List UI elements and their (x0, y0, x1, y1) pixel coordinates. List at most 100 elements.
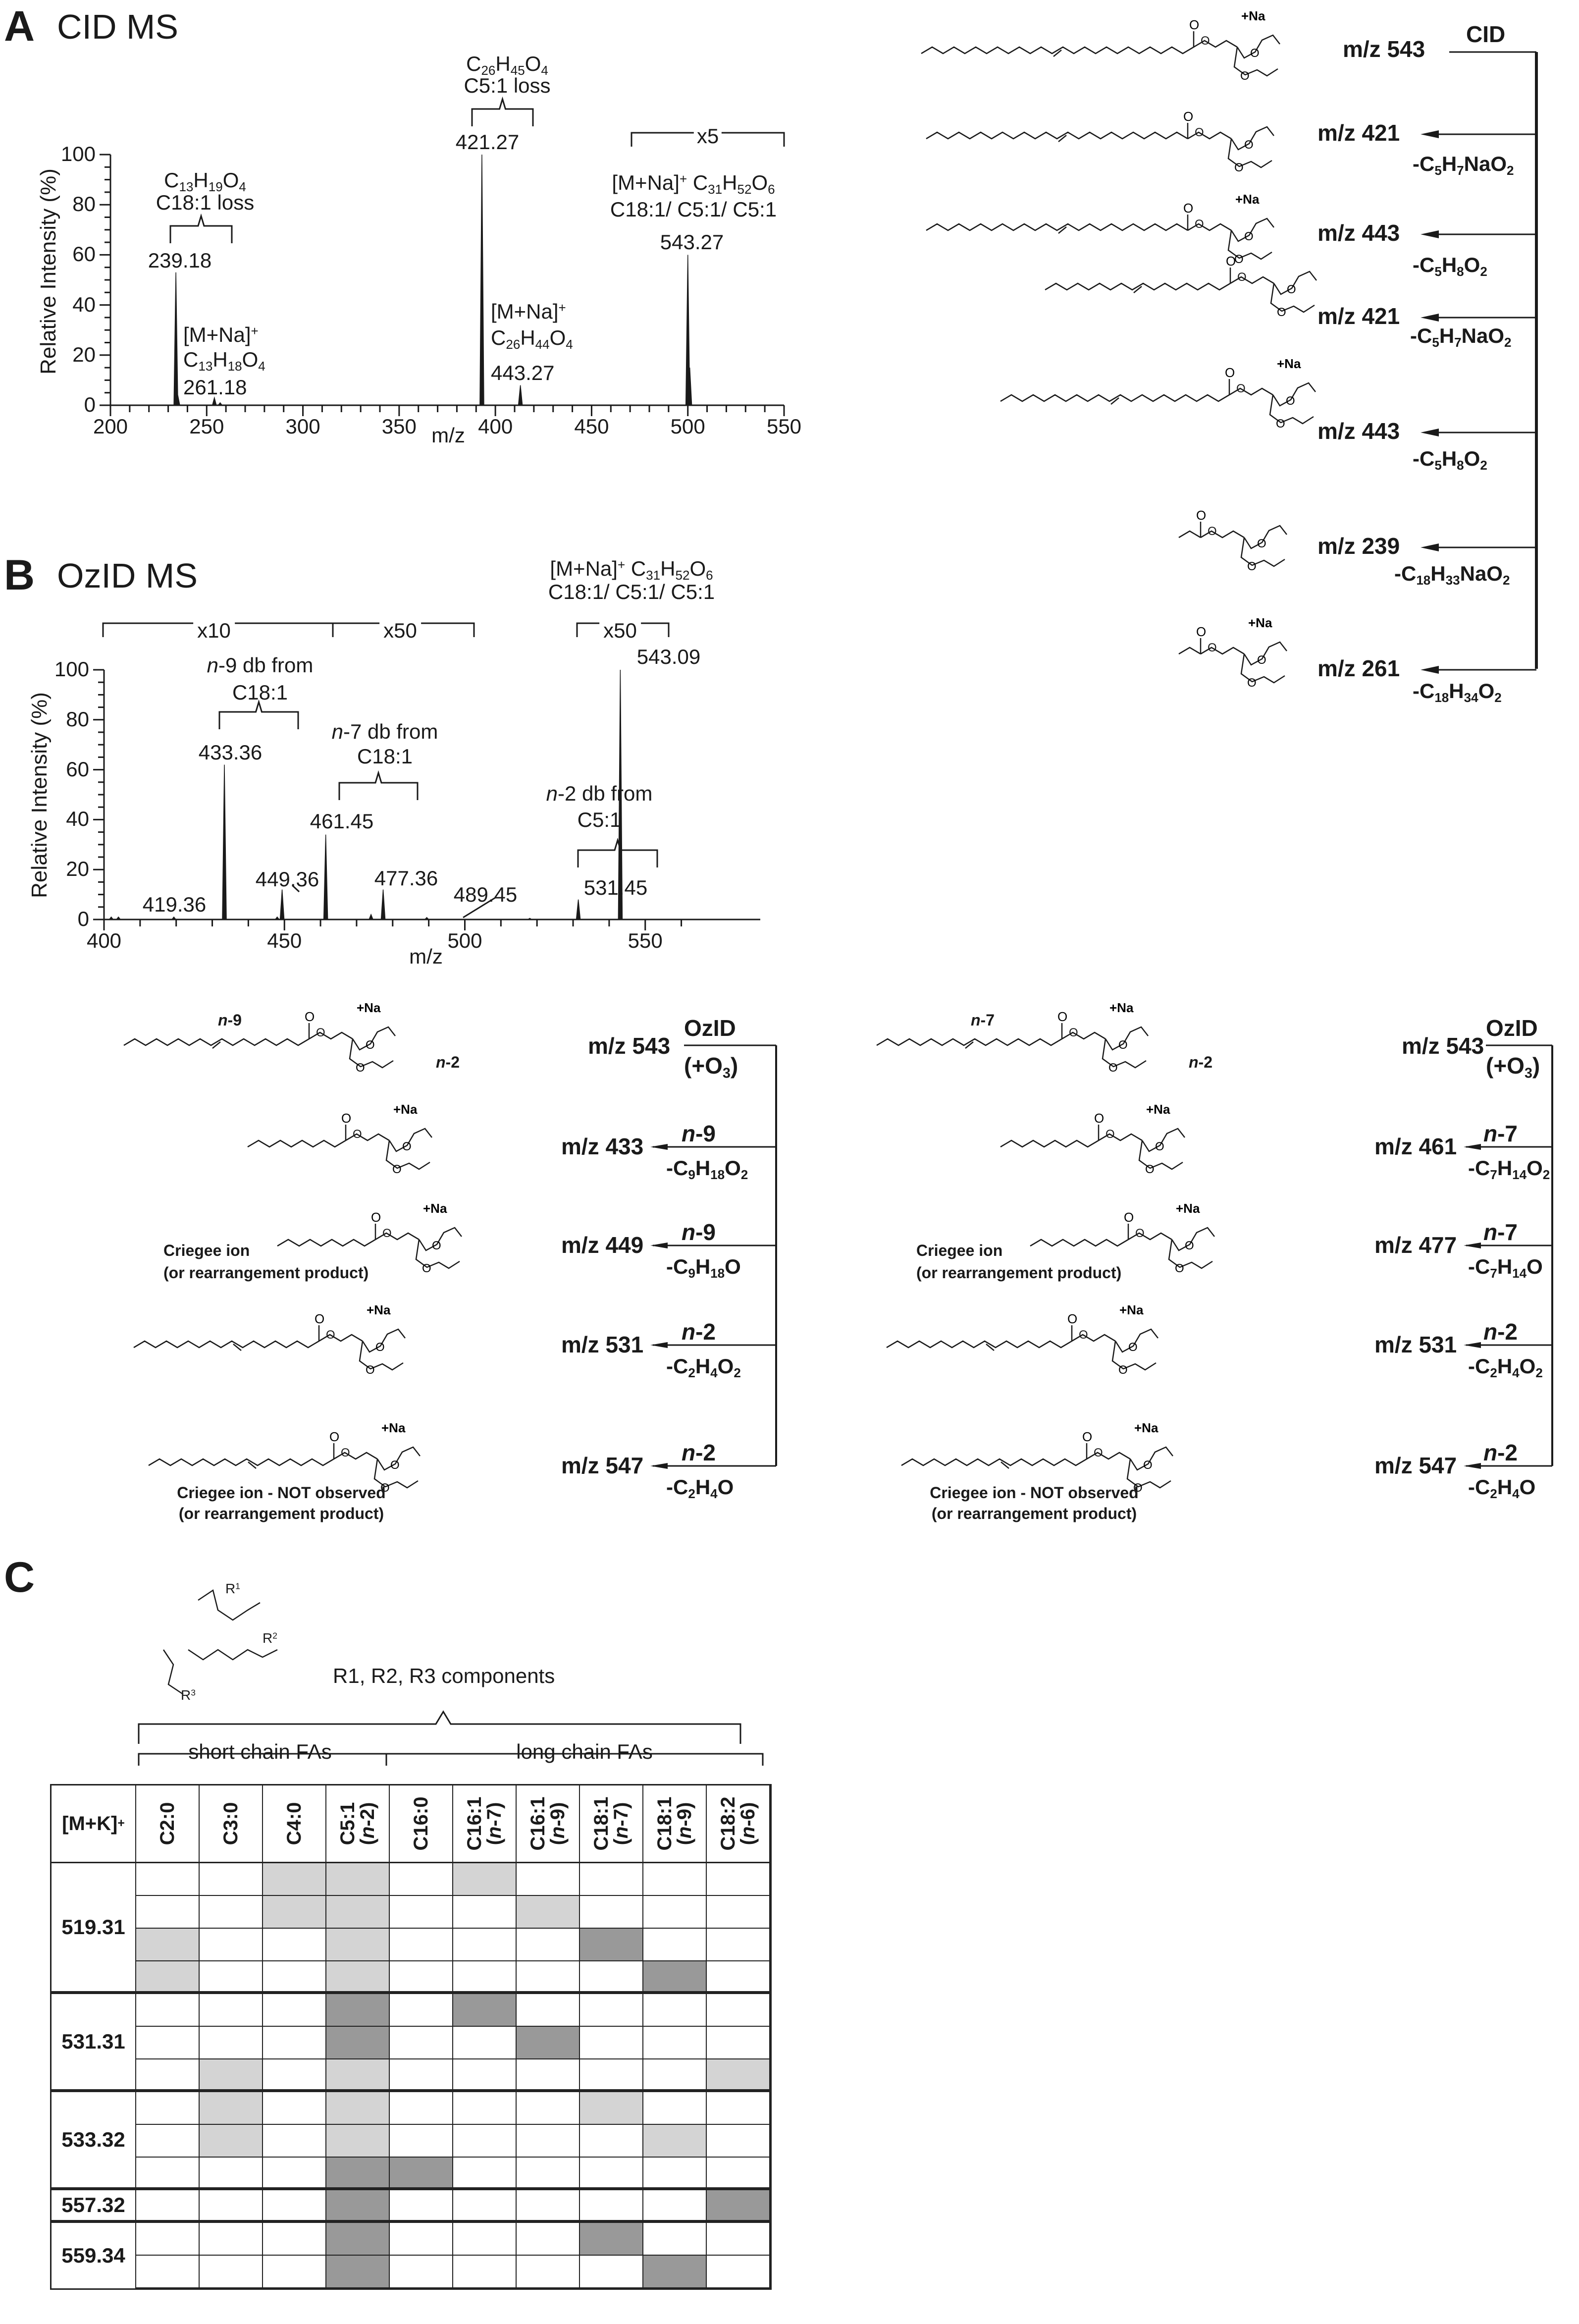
ester-oxygen: O (353, 1128, 362, 1141)
glycerol-r1 (198, 1589, 261, 1621)
x-tick-label: 250 (189, 415, 224, 438)
c5-ester-2 (1126, 1459, 1171, 1489)
table-cell (263, 2059, 326, 2092)
table-cell (453, 1929, 517, 1961)
table-cell (263, 1929, 326, 1961)
r-components-text: R1, R2, R3 components (333, 1664, 555, 1687)
oxygen-atom: O (1240, 69, 1250, 83)
ester-oxygen: O (1237, 270, 1247, 284)
table-cell (453, 1896, 517, 1929)
ozid-left-cleavage-position: n-2 (682, 1440, 716, 1465)
oxygen-atom: O (356, 1061, 365, 1075)
oxygen-atom: O (366, 1038, 375, 1052)
annot-543-desc: C18:1/ C5:1/ C5:1 (610, 198, 777, 221)
fatty-acyl-chain (133, 1340, 319, 1349)
ester-oxygen: O (1208, 525, 1217, 538)
glycerol-r2 (188, 1649, 278, 1661)
r2-label: R2 (263, 1630, 277, 1646)
ozid-right-cleavage-position: n-7 (1483, 1121, 1518, 1146)
ozid-right-product-mz: m/z 547 (1374, 1453, 1457, 1478)
sodium-adduct: +Na (357, 1000, 381, 1015)
oxygen-atom: O (1124, 1210, 1134, 1225)
fatty-acyl-chain (921, 46, 1194, 54)
peak-label-449: 449.36 (255, 867, 319, 891)
cid-product-mz: m/z 421 (1317, 303, 1400, 329)
mz-group-label: 557.32 (52, 2190, 136, 2223)
table-cell (390, 2027, 453, 2059)
y-tick-label: 0 (77, 907, 89, 930)
peak (222, 764, 227, 920)
table-cell (200, 2158, 263, 2190)
glycerol-backbone (375, 1232, 420, 1241)
ozid-right-criegee-label: Criegee ion (916, 1242, 1003, 1259)
table-cell (200, 2027, 263, 2059)
c5-ester-1 (1171, 1227, 1215, 1251)
glycerol-backbone (1086, 1452, 1131, 1460)
column-header-C16-1: C16:1(n-7) (453, 1785, 517, 1863)
arrowhead (1464, 1463, 1481, 1469)
sodium-adduct: +Na (367, 1302, 391, 1317)
table-cell (136, 1961, 200, 1994)
oxygen-atom: O (1196, 508, 1206, 523)
table-cell (263, 1961, 326, 1994)
fatty-acyl-chain (901, 1458, 1087, 1466)
glycerol-backbone (1200, 647, 1245, 655)
oxygen-atom: O (1133, 1481, 1143, 1495)
double-bond (212, 1041, 221, 1049)
cid-neutral-loss: -C5H7NaO2 (1410, 324, 1512, 350)
charge: + (251, 324, 259, 338)
table-cell (643, 2256, 707, 2288)
annot-b-543-ion: [M+Na]+ C31H52O6 (550, 558, 713, 582)
oxygen-atom: O (432, 1239, 441, 1252)
table-cell (263, 2190, 326, 2223)
table-cell (326, 2256, 390, 2288)
table-cell (707, 1994, 770, 2027)
oxygen-atom: O (1057, 1009, 1067, 1024)
table-cell (517, 2256, 580, 2288)
ester-oxygen: O (1094, 1446, 1103, 1459)
c5-ester-1 (376, 1446, 421, 1471)
chart-b-ylabel: Relative Intensity (%) (27, 692, 52, 898)
table-cell (453, 2158, 517, 2190)
arrowhead (650, 1243, 668, 1248)
oxygen-atom: O (1189, 17, 1199, 32)
ozid-left-neutral-loss: -C9H18O (666, 1255, 741, 1281)
y-tick-label: 0 (84, 393, 96, 416)
r1-index: 1 (235, 1581, 240, 1591)
table-cell (453, 2027, 517, 2059)
table-cell (200, 2125, 263, 2158)
column-header-C18-2: C18:2(n-6) (707, 1785, 770, 1863)
peak-label-443: 443.27 (491, 361, 555, 384)
table-cell (136, 2190, 200, 2223)
x-tick-label: 200 (93, 415, 128, 438)
ozid-right-product-mz: m/z 461 (1374, 1134, 1457, 1159)
table-cell (136, 1994, 200, 2027)
glycerol-backbone (345, 1133, 390, 1141)
annot-239-formula: C13H19O4 (164, 168, 246, 194)
c5-ester-2 (1227, 230, 1272, 260)
leader-489 (463, 897, 496, 919)
ozid-left-product-mz: m/z 547 (561, 1453, 644, 1478)
y-tick-label: 60 (66, 757, 89, 781)
table-cell (580, 2190, 643, 2223)
r2-index: 2 (272, 1630, 277, 1641)
table-cell (643, 2190, 707, 2223)
x-tick-label: 400 (478, 415, 513, 438)
table-cell (200, 2223, 263, 2256)
oxygen-atom: O (1247, 676, 1257, 690)
c5-ester-1 (1243, 641, 1287, 666)
table-cell (326, 2092, 390, 2125)
table-cell (453, 1994, 517, 2027)
peak (323, 834, 328, 920)
peak (368, 913, 374, 920)
c5-ester-2 (1102, 1038, 1147, 1069)
c5-ester-2 (359, 1341, 404, 1371)
c5-ester-2 (1138, 1140, 1183, 1170)
peak-label-421: 421.27 (455, 130, 520, 154)
table-cell (453, 2190, 517, 2223)
ester-oxygen: O (1079, 1328, 1088, 1342)
table-cell (453, 2092, 517, 2125)
table-cell (326, 1896, 390, 1929)
table-cell (263, 2125, 326, 2158)
